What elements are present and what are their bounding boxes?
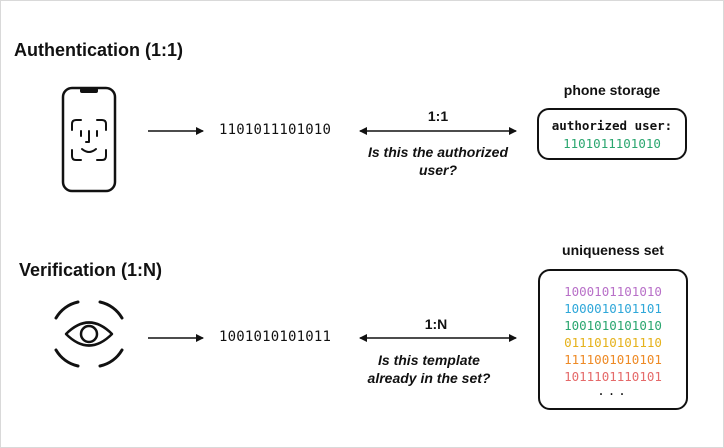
auth-question: Is this the authorized user?	[367, 144, 508, 178]
uniqueness-set-list: 1000101101010 1000010101101 1001010101010 0…	[540, 283, 686, 397]
verification-title: Verification (1:N)	[19, 260, 163, 280]
verify-question: Is this template already in the set?	[367, 352, 491, 386]
auth-ratio-label: 1:1	[427, 108, 449, 124]
phone-storage-box: authorized user: 1101011101010	[537, 108, 687, 160]
set-more-ellipsis: ...	[597, 383, 629, 398]
authentication-title: Authentication (1:1)	[14, 40, 183, 60]
set-item: 1000101101010	[564, 284, 662, 299]
set-item: 0111010101110	[564, 335, 662, 350]
auth-template-binary: 1101011101010	[219, 122, 332, 138]
storage-value: 1101011101010	[563, 136, 661, 151]
uniqueness-set-box: 1000101101010 1000010101101 1001010101010 0…	[538, 269, 688, 410]
set-item: 1011101110101	[564, 369, 662, 384]
verify-ratio-label: 1:N	[424, 316, 448, 332]
verify-template-binary: 1001010101011	[219, 329, 332, 345]
phone-storage-title: phone storage	[563, 82, 661, 98]
set-item: 1000010101101	[564, 301, 662, 316]
face-id-phone-icon	[61, 86, 117, 193]
set-item: 1111001010101	[564, 352, 662, 367]
storage-label: authorized user:	[551, 118, 673, 133]
eye-scan-icon	[54, 300, 124, 368]
set-item: 1001010101010	[564, 318, 662, 333]
uniqueness-set-title: uniqueness set	[562, 242, 664, 258]
